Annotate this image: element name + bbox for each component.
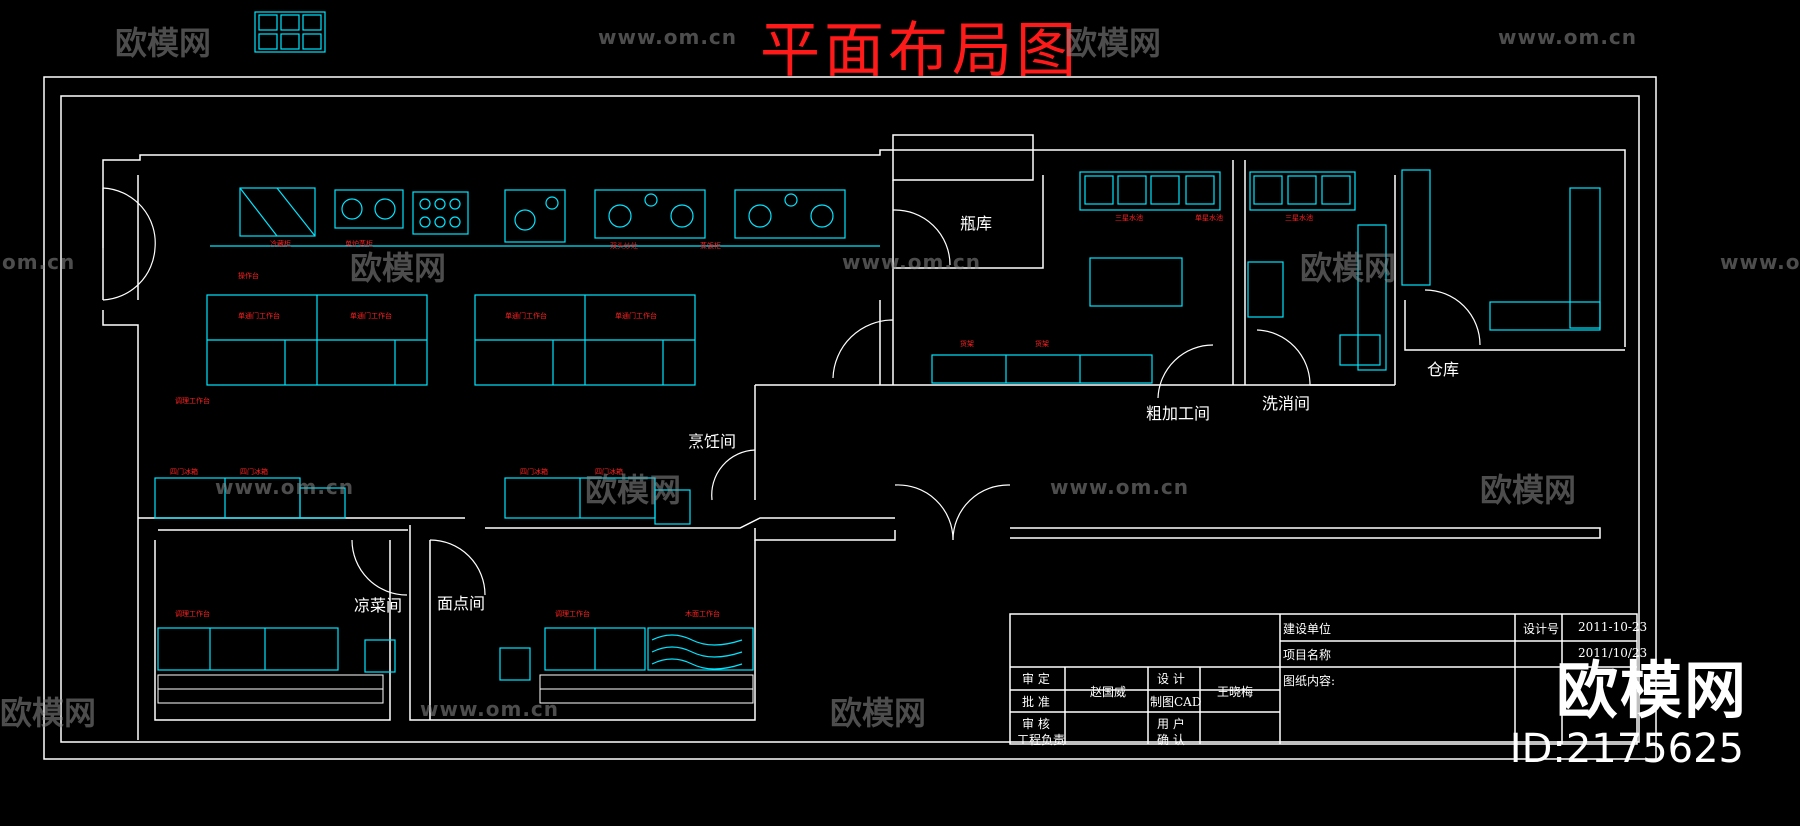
title-block-user: 用 户 (1157, 717, 1185, 731)
room-label-washing: 洗消间 (1262, 394, 1311, 413)
equipment-legend-icon (254, 11, 326, 53)
brand-logo: 欧模网 (1555, 654, 1748, 727)
equipment-label: 蒸饭柜 (700, 242, 721, 250)
equipment-label: 调理工作台 (175, 610, 210, 618)
equipment-label: 单通门工作台 (505, 312, 547, 320)
watermark-brand: 欧模网 (585, 471, 682, 509)
watermark-url: www.om.cn (420, 697, 560, 721)
equipment-label: 三星水池 (1115, 214, 1143, 222)
title-block-review: 审 核 (1022, 717, 1050, 731)
watermark-brand: 欧模网 (1480, 471, 1577, 509)
watermark-url: om.cn (2, 250, 76, 274)
room-label-cooking: 烹饪间 (688, 432, 737, 451)
equipment-label: 单通门工作台 (615, 312, 657, 320)
drawing-title: 平面布局图 (760, 16, 1080, 86)
title-block-date: 2011-10-23 (1578, 620, 1648, 634)
watermark-brand: 欧模网 (1065, 24, 1162, 62)
watermark-brand: 欧模网 (0, 694, 97, 732)
room-label-rough-processing: 粗加工间 (1146, 404, 1211, 423)
equipment-label: 冷藏柜 (270, 240, 291, 248)
equipment-label: 操作台 (238, 272, 259, 280)
equipment-label: 单星水池 (1195, 214, 1223, 222)
title-block-partial-date: 2011/10/23 (1578, 646, 1648, 660)
watermark-brand: 欧模网 (1300, 249, 1397, 287)
equipment-label: 单通门工作台 (238, 312, 280, 320)
title-block-name2: 王晓梅 (1217, 685, 1254, 699)
title-block-drawing-content: 图纸内容: (1283, 674, 1336, 688)
title-block-construction-unit: 建设单位 (1283, 622, 1332, 636)
brand-id: ID:2175625 (1509, 726, 1744, 772)
title-block-engineer: 工程负责 (1017, 733, 1066, 747)
room-label-bottle-store: 瓶库 (960, 214, 993, 233)
watermark-url: www.om.cn (1498, 25, 1638, 49)
equipment-label: 单炉蒸柜 (345, 240, 373, 248)
title-block-confirm: 确 认 (1157, 733, 1185, 747)
watermark-url: www.om.cn (1720, 250, 1800, 274)
equipment-label: 四门冰箱 (170, 468, 198, 476)
equipment-label: 四门冰箱 (520, 468, 548, 476)
door-swings (102, 187, 1481, 596)
room-label-warehouse: 仓库 (1427, 360, 1460, 379)
watermark-url: www.om.cn (842, 250, 982, 274)
drawing-frame (43, 76, 1657, 760)
room-label-pastry: 面点间 (437, 594, 486, 613)
equipment-label: 货架 (1035, 340, 1049, 348)
title-block (1009, 613, 1638, 745)
equipment-label: 三星水池 (1285, 214, 1313, 222)
title-block-draw: 制图CAD (1150, 695, 1202, 709)
equipment-label: 单通门工作台 (350, 312, 392, 320)
watermark-url: www.om.cn (1050, 475, 1190, 499)
floor-hatch (157, 674, 754, 704)
room-label-cold-dish: 凉菜间 (354, 596, 403, 615)
building-walls (102, 134, 1626, 740)
watermark-brand: 欧模网 (350, 249, 447, 287)
title-block-authorize: 批 准 (1022, 695, 1050, 709)
title-block-approve: 审 定 (1022, 672, 1050, 686)
title-block-project-name: 项目名称 (1283, 648, 1332, 662)
equipment-label: 调理工作台 (175, 397, 210, 405)
title-block-design-no: 设计号 (1523, 622, 1560, 636)
equipment-label: 调理工作台 (555, 610, 590, 618)
title-block-name1: 赵国威 (1090, 685, 1127, 699)
equipment-label: 双头炒灶 (610, 242, 638, 250)
equipment-label: 四门冰箱 (595, 468, 623, 476)
equipment-label: 木面工作台 (685, 610, 720, 618)
equipment-label: 四门冰箱 (240, 468, 268, 476)
watermark-url: www.om.cn (215, 475, 355, 499)
kitchen-equipment (154, 169, 1601, 681)
title-block-design: 设 计 (1157, 672, 1185, 686)
watermark-brand: 欧模网 (830, 694, 927, 732)
equipment-label: 货架 (960, 340, 974, 348)
watermark-brand: 欧模网 (115, 24, 212, 62)
watermark-url: www.om.cn (598, 25, 738, 49)
